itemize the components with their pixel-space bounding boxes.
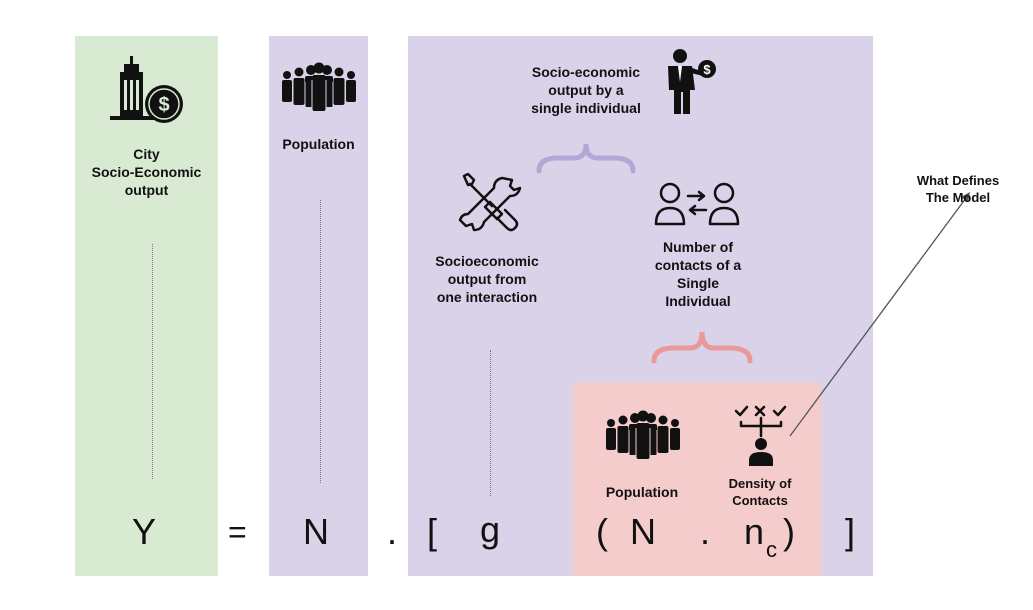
equation-dot-2: . [700, 511, 711, 552]
population-guide-line [320, 200, 321, 483]
contacts-label: Number of contacts of a Single Individua… [654, 239, 742, 309]
equation-y: Y [132, 511, 157, 552]
interaction-guide-line [490, 350, 491, 496]
equation-g: g [480, 509, 501, 550]
population-panel [269, 36, 368, 576]
businessman-dollar-icon: $ [668, 49, 716, 114]
city-guide-line [152, 244, 153, 479]
equation-n: N [303, 511, 329, 552]
equation-dot-1: . [387, 511, 398, 552]
density-label: Density of Contacts [728, 476, 792, 508]
city-building-dollar-icon: $ [110, 56, 183, 123]
svg-text:$: $ [703, 62, 711, 77]
wrench-screwdriver-icon [458, 172, 522, 232]
two-people-exchange-icon [654, 182, 740, 226]
equation-n-inner: N [630, 511, 656, 552]
density-checklist-person-icon [734, 405, 787, 466]
population-inner-label: Population [605, 484, 679, 500]
city-output-label: City Socio-Economic output [91, 146, 202, 198]
purple-brace [536, 143, 636, 174]
equation-paren-open: ( [596, 511, 608, 552]
city-output-panel [75, 36, 218, 576]
crowd-icon-inner [606, 410, 680, 459]
one-interaction-label: Socioeconomic output from one interactio… [435, 253, 539, 305]
crowd-icon [282, 62, 356, 111]
equation-equals: = [228, 514, 247, 550]
equation-bracket-close: ] [845, 511, 856, 552]
equation-bracket-open: [ [427, 511, 438, 552]
equation-nc-subscript: c [766, 537, 777, 562]
svg-text:$: $ [158, 94, 169, 116]
pink-brace [651, 331, 753, 364]
equation-nc: n [744, 511, 765, 552]
population-label: Population [282, 136, 355, 152]
defines-model-label: What Defines The Model [916, 173, 1000, 205]
single-output-label: Socio-economic output by a single indivi… [531, 64, 641, 116]
equation-paren-close: ) [783, 511, 795, 552]
